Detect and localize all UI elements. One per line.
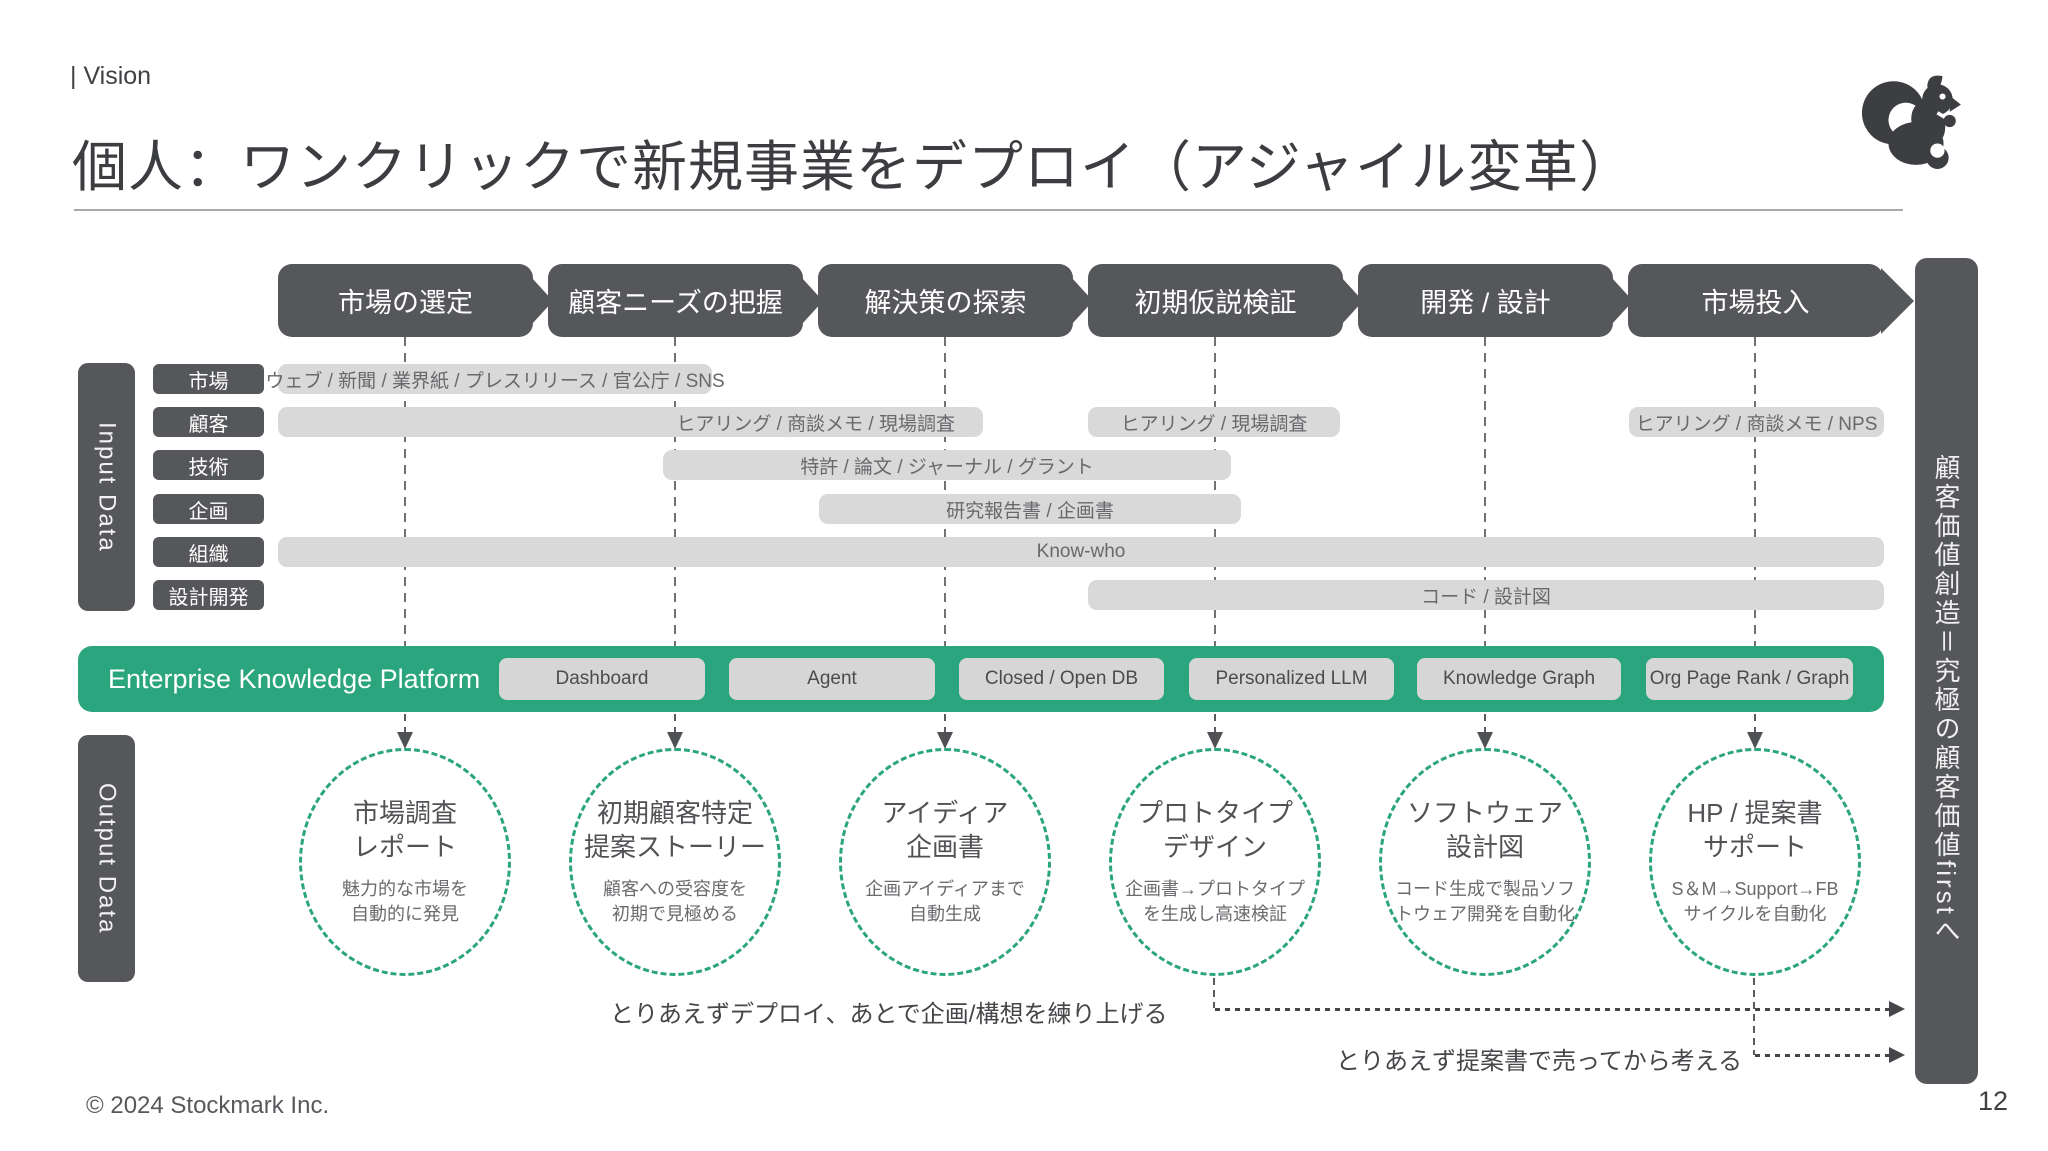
annotation-dashed-drop bbox=[1213, 978, 1215, 1008]
output-item-desc: コード生成で製品ソフ トウェア開発を自動化 bbox=[1395, 878, 1575, 924]
output-item-desc: 魅力的な市場を 自動的に発見 bbox=[342, 878, 468, 924]
input-bar-customer-sources-3: ヒアリング / 商談メモ / NPS bbox=[1629, 407, 1884, 437]
platform-module-personalized-llm: Personalized LLM bbox=[1189, 658, 1394, 700]
output-item-title: ソフトウェア 設計図 bbox=[1406, 798, 1563, 862]
enterprise-knowledge-platform-band: Enterprise Knowledge Platform Dashboard … bbox=[78, 646, 1884, 712]
process-step-market-launch: 市場投入 bbox=[1628, 264, 1883, 337]
annotation-dashed-drop bbox=[1753, 978, 1755, 1055]
output-data-sidebar: Output Data bbox=[78, 735, 135, 982]
input-data-sidebar: Input Data bbox=[78, 363, 135, 611]
annotation-sell-first: とりあえず提案書で売ってから考える bbox=[1336, 1048, 1743, 1075]
output-item-software-blueprint: ソフトウェア 設計図 コード生成で製品ソフ トウェア開発を自動化 bbox=[1379, 748, 1591, 976]
output-dashed-line bbox=[944, 714, 946, 734]
input-bar-customer-sources-1: ヒアリング / 商談メモ / 現場調査 bbox=[278, 407, 983, 437]
output-dashed-line bbox=[1754, 714, 1756, 734]
flow-dashed-line bbox=[1214, 337, 1216, 646]
page-number: 12 bbox=[1978, 1086, 2009, 1116]
output-item-title: 市場調査 レポート bbox=[352, 798, 457, 862]
platform-module-closed-open-db: Closed / Open DB bbox=[959, 658, 1164, 700]
flow-dashed-line bbox=[944, 337, 946, 646]
output-dashed-line bbox=[1484, 714, 1486, 734]
output-dashed-line bbox=[404, 714, 406, 734]
platform-module-knowledge-graph: Knowledge Graph bbox=[1417, 658, 1621, 700]
arrow-down-icon bbox=[937, 732, 953, 749]
stockmark-squirrel-icon bbox=[1861, 75, 1961, 169]
process-step-hypothesis-test: 初期仮説検証 bbox=[1088, 264, 1343, 337]
flow-dashed-line bbox=[1484, 337, 1486, 646]
page-title: 個人：ワンクリックで新規事業をデプロイ（アジャイル変革） bbox=[72, 136, 1636, 198]
input-bar-tech-sources: 特許 / 論文 / ジャーナル / グラント bbox=[663, 450, 1231, 480]
arrow-down-icon bbox=[397, 732, 413, 749]
flow-dashed-line bbox=[404, 337, 406, 646]
input-bar-org-sources: Know-who bbox=[278, 537, 1884, 567]
platform-label: Enterprise Knowledge Platform bbox=[108, 663, 481, 694]
input-bar-market-sources: ウェブ / 新聞 / 業界紙 / プレスリリース / 官公庁 / SNS bbox=[265, 364, 725, 394]
output-item-desc: 顧客への受容度を 初期で見極める bbox=[603, 878, 747, 924]
output-item-title: プロトタイプ デザイン bbox=[1136, 798, 1293, 862]
output-dashed-line bbox=[674, 714, 676, 734]
flow-dashed-line bbox=[674, 337, 676, 646]
input-bar-planning-sources: 研究報告書 / 企画書 bbox=[819, 494, 1241, 524]
process-step-solution-search: 解決策の探索 bbox=[818, 264, 1073, 337]
input-bar-design-dev-sources: コード / 設計図 bbox=[1088, 580, 1884, 610]
output-item-title: 初期顧客特定 提案ストーリー bbox=[583, 798, 766, 862]
input-row-label-market: 市場 bbox=[153, 364, 264, 394]
arrow-down-icon bbox=[1747, 732, 1763, 749]
arrow-down-icon bbox=[667, 732, 683, 749]
annotation-arrow-right bbox=[1215, 1001, 1905, 1017]
process-step-market-selection: 市場の選定 bbox=[278, 264, 533, 337]
section-eyebrow: | Vision bbox=[70, 62, 152, 90]
output-item-hp-proposal-support: HP / 提案書 サポート S＆M→Support→FB サイクルを自動化 bbox=[1649, 748, 1861, 976]
platform-module-agent: Agent bbox=[729, 658, 935, 700]
output-item-desc: S＆M→Support→FB サイクルを自動化 bbox=[1671, 878, 1839, 924]
input-row-label-design-dev: 設計開発 bbox=[153, 580, 264, 610]
output-item-desc: 企画アイディアまで 自動生成 bbox=[865, 878, 1025, 924]
input-row-label-planning: 企画 bbox=[153, 494, 264, 524]
annotation-deploy-first: とりあえずデプロイ、あとで企画/構想を練り上げる bbox=[610, 1001, 1168, 1028]
copyright-text: © 2024 Stockmark Inc. bbox=[86, 1092, 330, 1119]
input-row-label-customer: 顧客 bbox=[153, 407, 264, 437]
process-step-customer-needs: 顧客ニーズの把握 bbox=[548, 264, 803, 337]
output-dashed-line bbox=[1214, 714, 1216, 734]
platform-module-org-page-rank: Org Page Rank / Graph bbox=[1646, 658, 1853, 700]
process-step-development: 開発 / 設計 bbox=[1358, 264, 1613, 337]
output-item-market-report: 市場調査 レポート 魅力的な市場を 自動的に発見 bbox=[299, 748, 511, 976]
output-item-idea-proposal: アイディア 企画書 企画アイディアまで 自動生成 bbox=[839, 748, 1051, 976]
output-item-customer-story: 初期顧客特定 提案ストーリー 顧客への受容度を 初期で見極める bbox=[569, 748, 781, 976]
input-row-label-organization: 組織 bbox=[153, 537, 264, 567]
input-bar-customer-sources-2: ヒアリング / 現場調査 bbox=[1088, 407, 1340, 437]
output-item-prototype-design: プロトタイプ デザイン 企画書→プロトタイプ を生成し高速検証 bbox=[1109, 748, 1321, 976]
title-divider bbox=[74, 209, 1903, 211]
platform-module-dashboard: Dashboard bbox=[499, 658, 705, 700]
customer-value-banner: 顧客価値創造＝究極の顧客価値firstへ bbox=[1915, 258, 1978, 1084]
annotation-arrow-right bbox=[1755, 1047, 1905, 1063]
output-item-title: アイディア 企画書 bbox=[881, 798, 1009, 862]
customer-value-banner-text: 顧客価値創造＝究極の顧客価値firstへ bbox=[1931, 454, 1961, 946]
arrow-down-icon bbox=[1207, 732, 1223, 749]
output-item-desc: 企画書→プロトタイプ を生成し高速検証 bbox=[1125, 878, 1305, 924]
output-item-title: HP / 提案書 サポート bbox=[1687, 798, 1823, 862]
input-row-label-technology: 技術 bbox=[153, 450, 264, 480]
flow-dashed-line bbox=[1754, 337, 1756, 646]
arrow-down-icon bbox=[1477, 732, 1493, 749]
